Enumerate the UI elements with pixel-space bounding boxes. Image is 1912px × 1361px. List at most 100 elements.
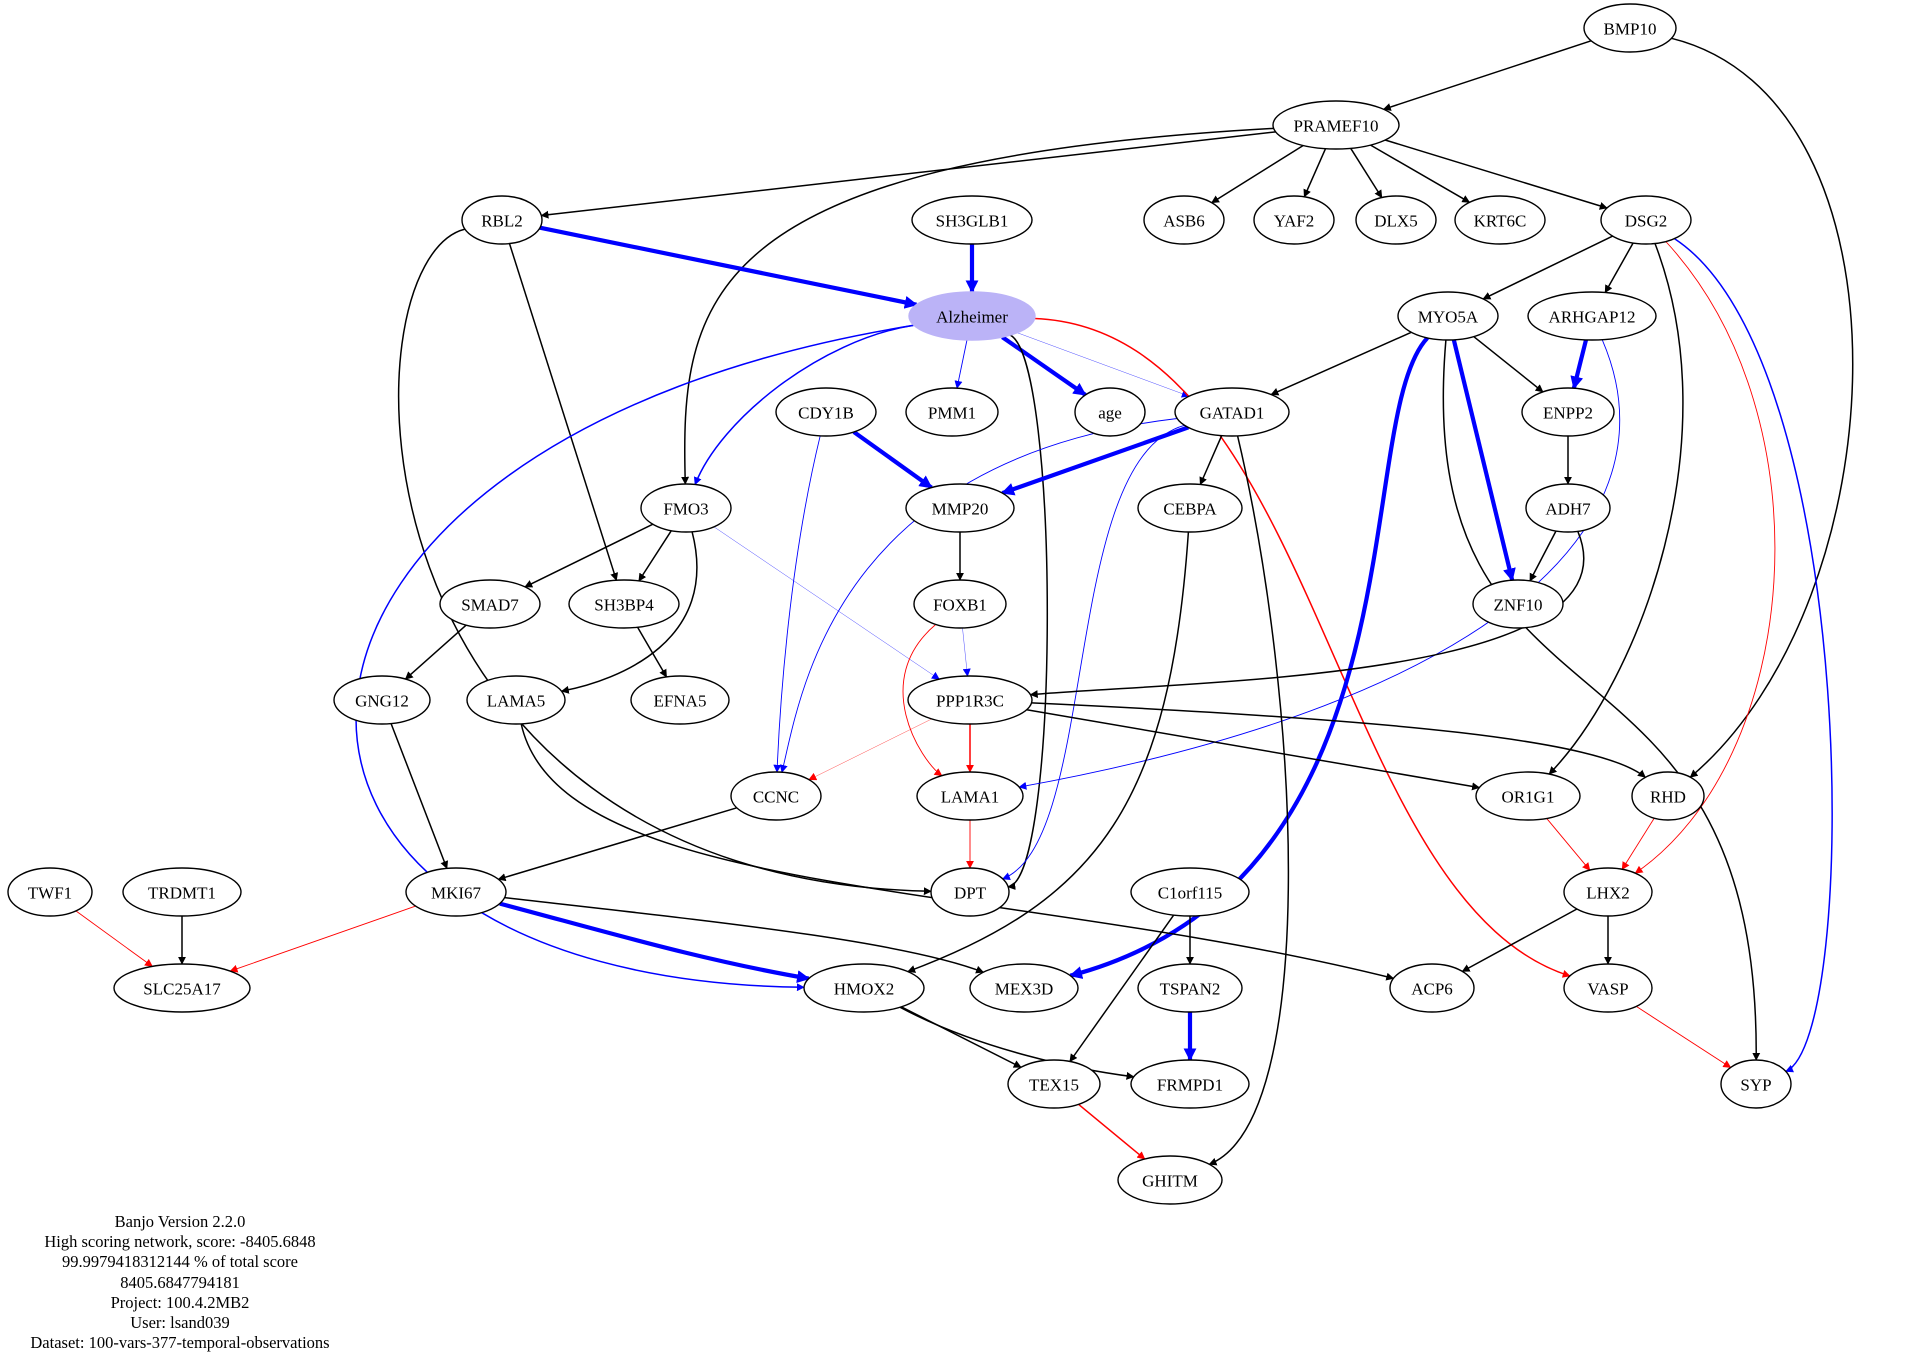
- node-label: PPP1R3C: [936, 692, 1004, 711]
- edge-gatad1-to-dpt: [1001, 424, 1185, 880]
- node-asb6: ASB6: [1143, 195, 1225, 245]
- node-label: RBL2: [481, 212, 523, 231]
- node-adh7: ADH7: [1525, 483, 1611, 533]
- edge-cdy1b-to-mmp20: [852, 430, 933, 490]
- node-ellipse: [1720, 1059, 1792, 1109]
- node-label: CDY1B: [798, 404, 854, 423]
- caption-line: Banjo Version 2.2.0: [114, 1212, 246, 1231]
- edge-mki67-to-slc25a17: [229, 905, 416, 973]
- node-bmp10: BMP10: [1583, 3, 1677, 53]
- edge-mki67-to-hmox2: [499, 901, 811, 984]
- node-label: YAF2: [1274, 212, 1315, 231]
- node-ellipse: [405, 867, 507, 917]
- node-ellipse: [916, 771, 1024, 821]
- node-gatad1: GATAD1: [1174, 387, 1290, 437]
- node-ellipse: [1472, 579, 1564, 629]
- edge-alzheimer-to-fmo3: [693, 324, 914, 486]
- node-label: CCNC: [753, 788, 799, 807]
- edge-myo5a-to-syp: [1442, 339, 1761, 1061]
- node-label: LHX2: [1586, 884, 1629, 903]
- edge-myo5a-to-znf10: [1451, 339, 1516, 582]
- node-ellipse: [466, 675, 566, 725]
- node-ellipse: [1272, 100, 1400, 150]
- node-label: age: [1098, 404, 1122, 423]
- node-gng12: GNG12: [333, 675, 431, 725]
- node-label: KRT6C: [1474, 212, 1527, 231]
- node-age: age: [1074, 387, 1146, 437]
- node-dsg2: DSG2: [1600, 195, 1692, 245]
- node-label: MKI67: [431, 884, 482, 903]
- node-ellipse: [730, 771, 822, 821]
- node-vasp: VASP: [1563, 963, 1653, 1013]
- node-label: PRAMEF10: [1293, 117, 1378, 136]
- node-label: OR1G1: [1502, 788, 1555, 807]
- node-label: CEBPA: [1163, 500, 1217, 519]
- edge-pramef10-to-rbl2: [540, 131, 1276, 219]
- edge-pramef10-to-krt6c: [1370, 144, 1471, 203]
- edge-dsg2-to-or1g1: [1548, 243, 1684, 775]
- node-label: Alzheimer: [936, 308, 1008, 327]
- node-ellipse: [439, 579, 541, 629]
- node-label: SH3GLB1: [936, 212, 1009, 231]
- node-ellipse: [568, 579, 680, 629]
- node-label: FOXB1: [933, 596, 987, 615]
- node-pmm1: PMM1: [905, 387, 999, 437]
- node-ellipse: [905, 483, 1015, 533]
- edge-or1g1-to-lhx2: [1546, 818, 1591, 871]
- node-ellipse: [122, 867, 242, 917]
- node-ellipse: [913, 579, 1007, 629]
- node-label: DSG2: [1625, 212, 1668, 231]
- edge-rbl2-to-alzheimer: [539, 225, 918, 309]
- edge-ppp1r3c-to-rhd: [1031, 702, 1646, 778]
- node-ppp1r3c: PPP1R3C: [907, 675, 1033, 725]
- node-ellipse: [1253, 195, 1335, 245]
- node-frmpd1: FRMPD1: [1130, 1059, 1250, 1109]
- caption-line: Project: 100.4.2MB2: [110, 1292, 250, 1312]
- node-ellipse: [1137, 483, 1243, 533]
- node-fmo3: FMO3: [640, 483, 732, 533]
- node-ghitm: GHITM: [1117, 1155, 1223, 1205]
- node-ellipse: [1130, 1059, 1250, 1109]
- edge-bmp10-to-rhd: [1671, 37, 1854, 778]
- edge-pramef10-to-dsg2: [1384, 139, 1608, 210]
- edge-mki67-to-mex3d: [504, 896, 985, 974]
- edge-pramef10-to-yaf2: [1303, 148, 1327, 198]
- edge-ppp1r3c-to-or1g1: [1026, 708, 1481, 791]
- node-ellipse: [803, 963, 925, 1013]
- node-ellipse: [907, 675, 1033, 725]
- node-label: ENPP2: [1543, 404, 1593, 423]
- node-label: TSPAN2: [1160, 980, 1221, 999]
- node-ellipse: [1137, 963, 1243, 1013]
- edge-alzheimer-to-dpt: [1007, 334, 1049, 890]
- edge-bmp10-to-pramef10: [1382, 40, 1592, 111]
- node-label: C1orf115: [1158, 884, 1223, 903]
- edge-alzheimer-to-pmm1: [954, 339, 968, 389]
- node-ellipse: [113, 963, 251, 1013]
- node-label: PMM1: [928, 404, 976, 423]
- edge-ccnc-to-mki67: [497, 807, 738, 882]
- node-ccnc: CCNC: [730, 771, 822, 821]
- node-mki67: MKI67: [405, 867, 507, 917]
- node-lhx2: LHX2: [1563, 867, 1653, 917]
- node-label: DLX5: [1374, 212, 1417, 231]
- edge-gatad1-to-mmp20: [1001, 425, 1189, 496]
- node-ellipse: [905, 387, 999, 437]
- edge-hmox2-to-tex15: [900, 1006, 1022, 1068]
- edge-adh7-to-znf10: [1529, 530, 1557, 582]
- node-label: MEX3D: [995, 980, 1054, 999]
- node-label: TWF1: [28, 884, 72, 903]
- node-arhgap12: ARHGAP12: [1527, 291, 1657, 341]
- edge-rbl2-to-dpt: [397, 228, 932, 896]
- edge-sh3bp4-to-efna5: [636, 626, 668, 678]
- node-label: SMAD7: [461, 596, 519, 615]
- node-label: EFNA5: [654, 692, 707, 711]
- node-label: SLC25A17: [143, 980, 221, 999]
- node-label: GATAD1: [1200, 404, 1265, 423]
- node-pramef10: PRAMEF10: [1272, 100, 1400, 150]
- node-cdy1b: CDY1B: [775, 387, 877, 437]
- node-twf1: TWF1: [7, 867, 93, 917]
- node-tspan2: TSPAN2: [1137, 963, 1243, 1013]
- edge-fmo3-to-sh3bp4: [638, 530, 672, 582]
- node-label: TRDMT1: [148, 884, 216, 903]
